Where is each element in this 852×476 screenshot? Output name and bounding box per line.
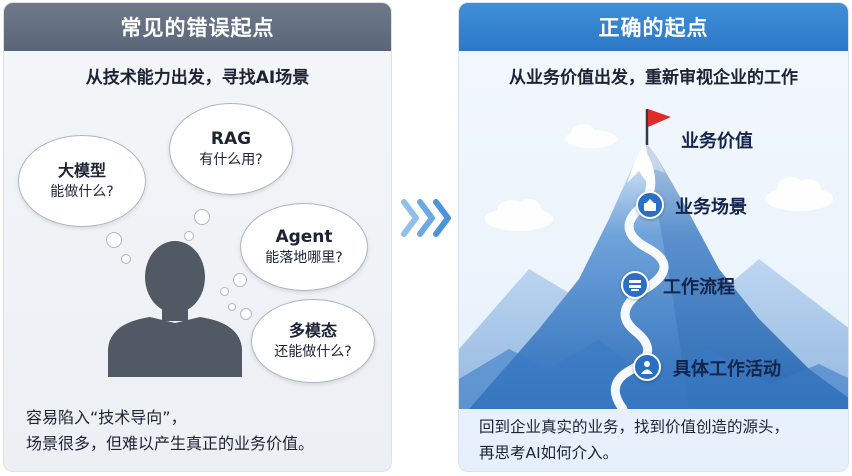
right-start-title: 正确的起点 bbox=[459, 3, 848, 51]
cloud-icon bbox=[485, 199, 553, 231]
right-start-panel: 正确的起点 从业务价值出发，重新审视企业的工作 bbox=[458, 2, 849, 472]
wrong-start-footer-line2: 场景很多，但难以产生真正的业务价值。 bbox=[26, 434, 315, 453]
red-flag-icon bbox=[648, 109, 671, 127]
thought-bubble-agent: Agent 能落地哪里? bbox=[240, 203, 368, 291]
wrong-start-footer-line1: 容易陷入“技术导向”， bbox=[26, 408, 187, 427]
scene-icon bbox=[636, 191, 664, 219]
level-business-scene: 业务场景 bbox=[675, 197, 747, 218]
wrong-start-subtitle: 从技术能力出发，寻找AI场景 bbox=[85, 68, 310, 88]
bubble-dot bbox=[220, 287, 229, 296]
bubble-multimodal-question: 还能做什么? bbox=[274, 344, 352, 360]
right-start-subtitle: 从业务价值出发，重新审视企业的工作 bbox=[509, 68, 798, 88]
level-work-activity: 具体工作活动 bbox=[673, 359, 781, 380]
bubble-dot bbox=[184, 231, 194, 241]
person-silhouette-icon bbox=[108, 241, 242, 377]
bubble-multimodal-title: 多模态 bbox=[288, 321, 337, 340]
thought-bubble-llm: 大模型 能做什么? bbox=[18, 135, 146, 227]
chevron-triple-right-icon bbox=[401, 199, 451, 237]
bubble-agent-title: Agent bbox=[275, 227, 333, 247]
thought-bubble-multimodal: 多模态 还能做什么? bbox=[251, 299, 375, 383]
bubble-rag-title: RAG bbox=[210, 129, 252, 149]
bubble-dot bbox=[233, 273, 247, 287]
right-start-footer: 回到企业真实的业务，找到价值创造的源头， 再思考AI如何介入。 bbox=[479, 414, 789, 466]
wrong-start-panel: 常见的错误起点 从技术能力出发，寻找AI场景 大模型 能做什么? RAG 有什么… bbox=[3, 2, 392, 472]
bubble-dot bbox=[121, 254, 131, 264]
wrong-start-title: 常见的错误起点 bbox=[4, 3, 391, 51]
bubble-agent-question: 能落地哪里? bbox=[265, 250, 343, 266]
level-business-value: 业务价值 bbox=[681, 131, 753, 152]
cloud-icon bbox=[765, 177, 833, 211]
bubble-dot bbox=[194, 209, 210, 225]
bubble-rag-question: 有什么用? bbox=[199, 152, 263, 168]
workflow-icon bbox=[621, 271, 649, 299]
cloud-icon bbox=[565, 124, 617, 148]
thought-bubble-rag: RAG 有什么用? bbox=[169, 103, 293, 195]
bubble-dot bbox=[228, 303, 236, 311]
bubble-llm-title: 大模型 bbox=[57, 161, 106, 180]
level-workflow: 工作流程 bbox=[663, 277, 735, 298]
bubble-llm-question: 能做什么? bbox=[50, 184, 114, 200]
wrong-start-footer: 容易陷入“技术导向”， 场景很多，但难以产生真正的业务价值。 bbox=[26, 405, 314, 457]
bubble-dot bbox=[240, 308, 252, 320]
activity-icon bbox=[633, 353, 661, 381]
right-start-footer-line1: 回到企业真实的业务，找到价值创造的源头， bbox=[479, 418, 790, 436]
bubble-dot bbox=[106, 232, 122, 248]
right-start-footer-line2: 再思考AI如何介入。 bbox=[479, 444, 619, 462]
